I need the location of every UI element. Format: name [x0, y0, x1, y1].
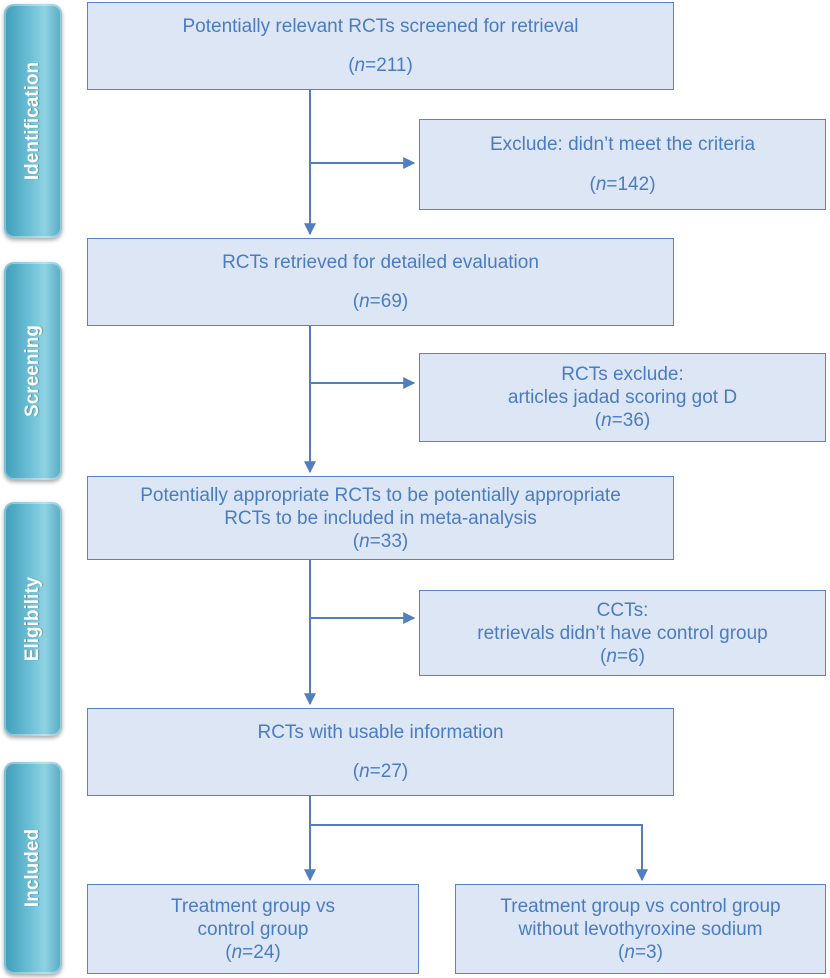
- box-treatment-control-count: (n=24): [225, 941, 281, 963]
- phase-included: Included: [4, 762, 62, 974]
- n-value: =6: [616, 645, 639, 667]
- box-ccts-reason: retrievals didn’t have control group: [477, 622, 768, 644]
- n-label: n: [359, 530, 370, 552]
- box-treatment-no-levo-line1: Treatment group vs control group: [500, 895, 781, 917]
- n-label: n: [354, 55, 366, 76]
- box-excluded-jadad: RCTs exclude: articles jadad scoring got…: [419, 353, 826, 442]
- n-label: n: [606, 645, 617, 667]
- box-screened-count: (n=211): [348, 55, 413, 76]
- box-treatment-control-line2: control group: [197, 918, 309, 940]
- n-label: n: [595, 174, 607, 196]
- box-excluded-jadad-reason: articles jadad scoring got D: [507, 387, 738, 408]
- n-label: n: [624, 941, 635, 963]
- n-label: n: [359, 291, 370, 312]
- box-excluded-criteria-text: Exclude: didn’t meet the criteria: [489, 133, 756, 155]
- box-treatment-control-line1: Treatment group vs: [170, 895, 336, 917]
- box-treatment-no-levo: Treatment group vs control group without…: [455, 884, 826, 974]
- n-value: =33: [369, 530, 402, 552]
- box-retrieved-count: (n=69): [352, 291, 409, 312]
- box-appropriate: Potentially appropriate RCTs to be poten…: [87, 476, 674, 560]
- box-excluded-criteria-count: (n=142): [589, 174, 656, 196]
- phase-identification: Identification: [4, 4, 62, 238]
- box-treatment-no-levo-count: (n=3): [618, 941, 663, 963]
- n-label: n: [601, 410, 612, 431]
- box-appropriate-count: (n=33): [352, 530, 409, 552]
- box-usable-count: (n=27): [352, 761, 409, 782]
- box-retrieved-text: RCTs retrieved for detailed evaluation: [222, 252, 539, 273]
- n-value: =142: [606, 174, 650, 196]
- phase-screening: Screening: [4, 262, 62, 480]
- n-value: =211: [365, 55, 407, 76]
- box-ccts: CCTs: retrievals didn’t have control gro…: [419, 590, 826, 676]
- n-value: =24: [242, 941, 275, 963]
- box-usable-text: RCTs with usable information: [257, 722, 504, 743]
- box-retrieved: RCTs retrieved for detailed evaluation (…: [87, 238, 674, 326]
- box-usable: RCTs with usable information (n=27): [87, 708, 674, 796]
- arrow-usable-to-treatment-no-levo: [310, 824, 648, 882]
- box-treatment-no-levo-line2: without levothyroxine sodium: [518, 918, 763, 940]
- n-value: =69: [369, 291, 402, 312]
- box-screened-text: Potentially relevant RCTs screened for r…: [182, 16, 579, 37]
- box-excluded-jadad-title: RCTs exclude:: [561, 364, 684, 385]
- box-excluded-criteria: Exclude: didn’t meet the criteria (n=142…: [419, 119, 826, 210]
- box-appropriate-line1: Potentially appropriate RCTs to be poten…: [140, 484, 621, 506]
- box-treatment-control: Treatment group vs control group (n=24): [87, 884, 419, 974]
- n-value: =27: [369, 761, 402, 782]
- box-appropriate-line2: RCTs to be included in meta-analysis: [224, 507, 537, 529]
- n-label: n: [359, 761, 370, 782]
- n-value: =3: [634, 941, 657, 963]
- box-ccts-title: CCTs:: [596, 599, 649, 621]
- n-label: n: [231, 941, 243, 963]
- n-value: =36: [611, 410, 644, 431]
- box-excluded-jadad-count: (n=36): [594, 410, 651, 431]
- box-ccts-count: (n=6): [600, 645, 645, 667]
- box-screened: Potentially relevant RCTs screened for r…: [87, 2, 674, 90]
- phase-eligibility: Eligibility: [4, 502, 62, 736]
